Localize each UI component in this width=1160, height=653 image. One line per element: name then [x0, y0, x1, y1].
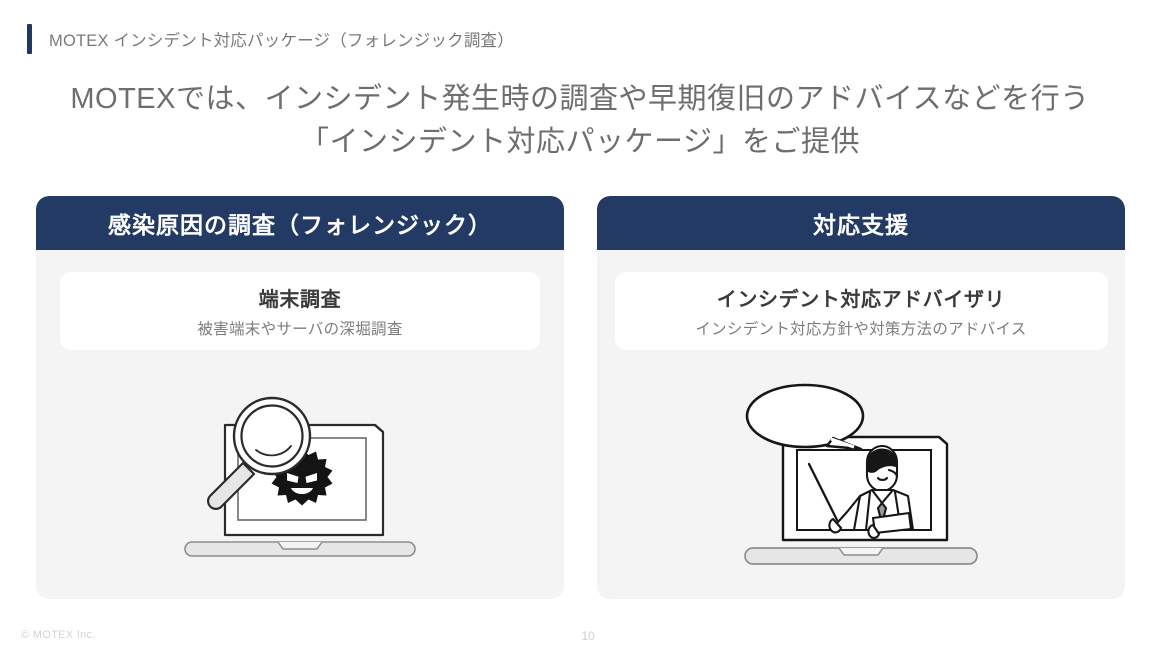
- advisor-laptop-speech-icon: [597, 350, 1125, 599]
- service-subtitle: 被害端末やサーバの深堀調査: [197, 321, 403, 338]
- accent-bar: [27, 24, 32, 54]
- card-header-forensics: 感染原因の調査（フォレンジック）: [36, 196, 564, 250]
- magnifier-laptop-virus-icon: [36, 350, 564, 599]
- page-number-value: 10: [581, 629, 595, 643]
- headline-line-2: 「インシデント対応パッケージ」をご提供: [300, 126, 860, 158]
- service-subtitle: インシデント対応方針や対策方法のアドバイス: [695, 321, 1027, 338]
- card-header-response-support: 対応支援: [597, 196, 1125, 250]
- slide-header: MOTEX インシデント対応パッケージ（フォレンジック調査）: [0, 22, 514, 56]
- page-title: MOTEXでは、インシデント発生時の調査や早期復旧のアドバイスなどを行う 「イン…: [0, 78, 1160, 164]
- slide-header-title: MOTEX インシデント対応パッケージ（フォレンジック調査）: [49, 32, 514, 50]
- headline-line-1: MOTEXでは、インシデント発生時の調査や早期復旧のアドバイスなどを行う: [70, 83, 1090, 115]
- card-header-label: 感染原因の調査（フォレンジック）: [108, 212, 492, 238]
- card-response-support: 対応支援 インシデント対応アドバイザリ インシデント対応方針や対策方法のアドバイ…: [597, 196, 1125, 599]
- footer-page-number: 10: [0, 629, 1160, 643]
- card-container: 感染原因の調査（フォレンジック） 端末調査 被害端末やサーバの深堀調査: [36, 196, 1125, 599]
- footer-copyright: © MOTEX Inc.: [21, 629, 96, 641]
- service-title: インシデント対応アドバイザリ: [716, 289, 1006, 311]
- card-forensics: 感染原因の調査（フォレンジック） 端末調査 被害端末やサーバの深堀調査: [36, 196, 564, 599]
- service-box-terminal-investigation: 端末調査 被害端末やサーバの深堀調査: [60, 272, 540, 350]
- service-box-incident-advisory: インシデント対応アドバイザリ インシデント対応方針や対策方法のアドバイス: [614, 272, 1108, 350]
- card-header-label: 対応支援: [813, 212, 909, 238]
- service-title: 端末調査: [258, 289, 342, 311]
